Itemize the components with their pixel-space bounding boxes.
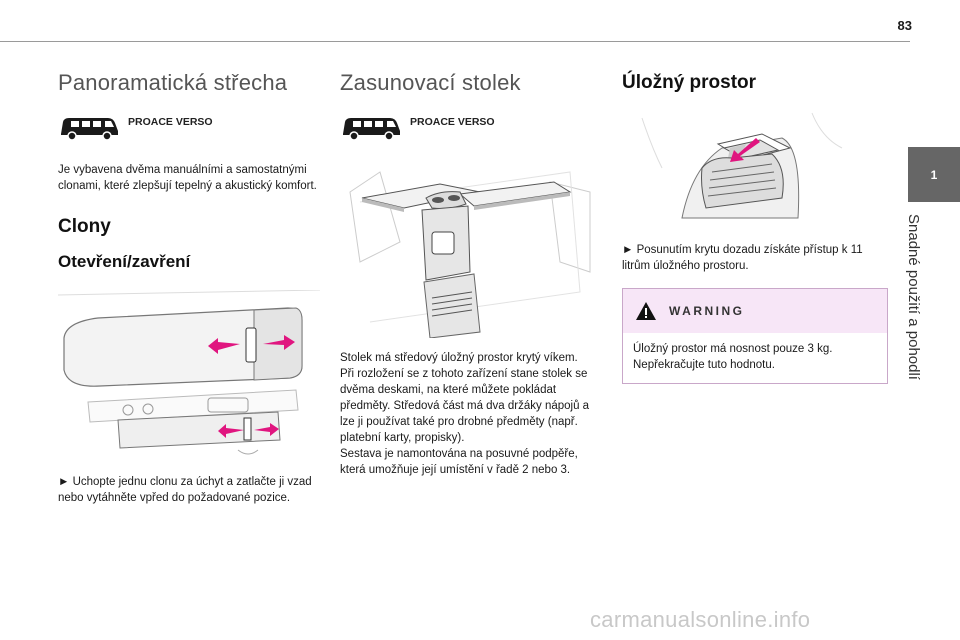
header-rule — [0, 41, 910, 42]
warning-triangle-icon — [636, 302, 656, 320]
chapter-tab[interactable]: 1 — [908, 147, 960, 202]
sunroof-blinds-illustration — [57, 289, 321, 460]
section-title: Panoramatická střecha — [58, 70, 288, 95]
column-retractable-table: Zasunovací stolek PROACE VERSO Stole — [340, 60, 602, 478]
body-text-2: Při rozložení se z tohoto zařízení stane… — [340, 368, 590, 444]
intro-text: Je vybavena dvěma manuálními a samostatn… — [58, 164, 317, 192]
van-icon — [61, 118, 118, 141]
van-icon — [343, 118, 400, 141]
instruction-text: ► Uchopte jednu clonu za úchyt a zatlačt… — [58, 476, 312, 504]
model-row: PROACE VERSO — [340, 114, 600, 142]
watermark: carmanualsonline.info — [590, 607, 811, 632]
warning-title: WARNING — [669, 304, 745, 318]
column-panoramic-roof: Panoramatická střecha PROACE VERSO Je vy… — [57, 60, 321, 506]
warning-text: Úložný prostor má nosnost pouze 3 kg. Ne… — [633, 343, 833, 371]
body-text-3: Sestava je namontována na posuvné podpěř… — [340, 448, 578, 476]
model-label: PROACE VERSO — [128, 116, 213, 128]
instruction-text: ► Posunutím krytu dozadu získáte přístup… — [622, 244, 863, 272]
arrow-icon — [730, 138, 760, 162]
arrow-icon — [208, 335, 295, 354]
chapter-title: Snadné použití a pohodlí — [905, 214, 922, 380]
model-label: PROACE VERSO — [410, 116, 495, 128]
section-heading: Clony — [58, 216, 111, 237]
section-title: Úložný prostor — [622, 72, 757, 93]
chapter-side-title: Snadné použití a pohodlí — [900, 214, 930, 414]
body-text-1: Stolek má středový úložný prostor krytý … — [340, 352, 578, 364]
section-title: Zasunovací stolek — [340, 70, 521, 95]
subsection-heading: Otevření/zavření — [58, 252, 191, 271]
warning-header: WARNING — [623, 289, 887, 333]
storage-illustration — [622, 108, 858, 228]
model-row: PROACE VERSO — [58, 114, 318, 142]
page-number: 83 — [897, 18, 912, 33]
column-storage: Úložný prostor ► Posunutím krytu dozadu … — [622, 60, 888, 384]
warning-box: WARNING Úložný prostor má nosnost pouze … — [622, 288, 888, 384]
retractable-table-illustration — [340, 162, 602, 339]
